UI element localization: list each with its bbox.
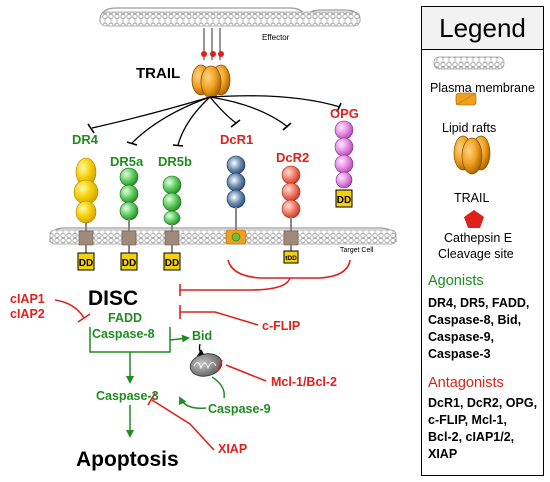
- dcr2-tdd: tDD: [285, 255, 297, 262]
- legend-cathepsin-line2: Cleavage site: [438, 247, 514, 261]
- mitochondrion-icon: [189, 353, 223, 377]
- legend-trail-icon: [453, 135, 491, 175]
- receptor-dr5a: DD: [119, 167, 139, 271]
- legend-agonist-line: Caspase-8, Bid,: [428, 313, 522, 327]
- dcr2-label: DcR2: [276, 150, 309, 165]
- legend-antagonist-line: DcR1, DcR2, OPG,: [428, 396, 538, 410]
- legend-agonists-list: DR4, DR5, FADD, Caspase-8, Bid, Caspase-…: [428, 295, 529, 363]
- apoptosis-label: Apoptosis: [76, 448, 179, 471]
- ciap1-label: cIAP1: [10, 292, 45, 306]
- trail-label: TRAIL: [136, 65, 180, 82]
- legend-panel: Legend Plasma membrane Lipid rafts TRAIL…: [421, 6, 544, 476]
- disc-label: DISC: [88, 287, 138, 310]
- receptor-dcr2: tDD: [281, 165, 301, 264]
- cflip-inhibition: [179, 305, 259, 326]
- legend-antagonists-title: Antagonists: [428, 375, 504, 391]
- legend-agonists-title: Agonists: [428, 273, 484, 289]
- caspase3-label: Caspase-3: [96, 389, 159, 403]
- trail-binding-bars: [87, 102, 342, 147]
- receptor-dr5b: DD: [162, 175, 182, 271]
- receptor-dr4: DD: [73, 157, 99, 271]
- xiap-inhibition: [147, 392, 215, 451]
- casp8-to-bid-arrow: [169, 334, 190, 343]
- ciap-inhibition: [54, 299, 91, 323]
- legend-agonist-line: DR4, DR5, FADD,: [428, 296, 530, 310]
- mcl1-inhibition: [217, 359, 267, 382]
- dr5b-dd: DD: [165, 258, 179, 269]
- receptor-opg: DD: [334, 120, 354, 208]
- target-cell-label: Target Cell: [340, 247, 374, 254]
- legend-agonist-line: Caspase-9,: [428, 330, 495, 344]
- dcr-inhibition: [179, 259, 351, 296]
- xiap-label: XIAP: [218, 442, 247, 456]
- receptor-dcr1: [225, 155, 247, 245]
- cflip-label: c-FLIP: [262, 319, 300, 333]
- legend-antagonist-line: XIAP: [428, 447, 458, 461]
- effector-label: Effector: [262, 33, 290, 42]
- dr5a-dd: DD: [122, 258, 136, 269]
- trail-trimer: [191, 28, 231, 99]
- legend-lipid-raft-icon: [455, 92, 477, 106]
- ciap2-label: cIAP2: [10, 307, 45, 321]
- casp9-to-casp3-arrow: [179, 396, 207, 410]
- legend-trail-label: TRAIL: [454, 191, 490, 205]
- fadd-label: FADD: [108, 311, 142, 325]
- legend-title: Legend: [422, 7, 543, 50]
- legend-icons: [433, 56, 505, 175]
- legend-agonist-line: Caspase-3: [428, 347, 491, 361]
- legend-cathepsin-icon: [464, 210, 484, 228]
- caspase8-label: Caspase-8: [92, 327, 155, 341]
- legend-cathepsin-line1: Cathepsin E: [444, 231, 513, 245]
- legend-antagonists-list: DcR1, DcR2, OPG, c-FLIP, Mcl-1, Bcl-2, c…: [428, 395, 537, 463]
- legend-membrane-icon: [433, 56, 505, 70]
- bid-label: Bid: [192, 329, 212, 343]
- caspase9-label: Caspase-9: [208, 402, 271, 416]
- legend-plasma-membrane-label: Plasma membrane: [430, 81, 535, 95]
- opg-label: OPG: [330, 106, 359, 121]
- dr5a-label: DR5a: [110, 154, 144, 169]
- dr4-dd: DD: [79, 258, 93, 269]
- target-membrane: [49, 227, 397, 245]
- dr4-label: DR4: [72, 132, 99, 147]
- mcl1-label: Mcl-1/Bcl-2: [271, 375, 337, 389]
- dcr1-label: DcR1: [220, 132, 253, 147]
- dr5b-label: DR5b: [158, 154, 192, 169]
- opg-dd: DD: [337, 195, 351, 206]
- legend-lipid-rafts-label: Lipid rafts: [442, 121, 497, 135]
- trail-binding-lines: [91, 95, 341, 146]
- legend-antagonist-line: c-FLIP, Mcl-1,: [428, 413, 507, 427]
- mito-to-casp9-line: [211, 376, 225, 399]
- effector-membrane: [99, 7, 361, 27]
- legend-antagonist-line: Bcl-2, cIAP1/2,: [428, 430, 515, 444]
